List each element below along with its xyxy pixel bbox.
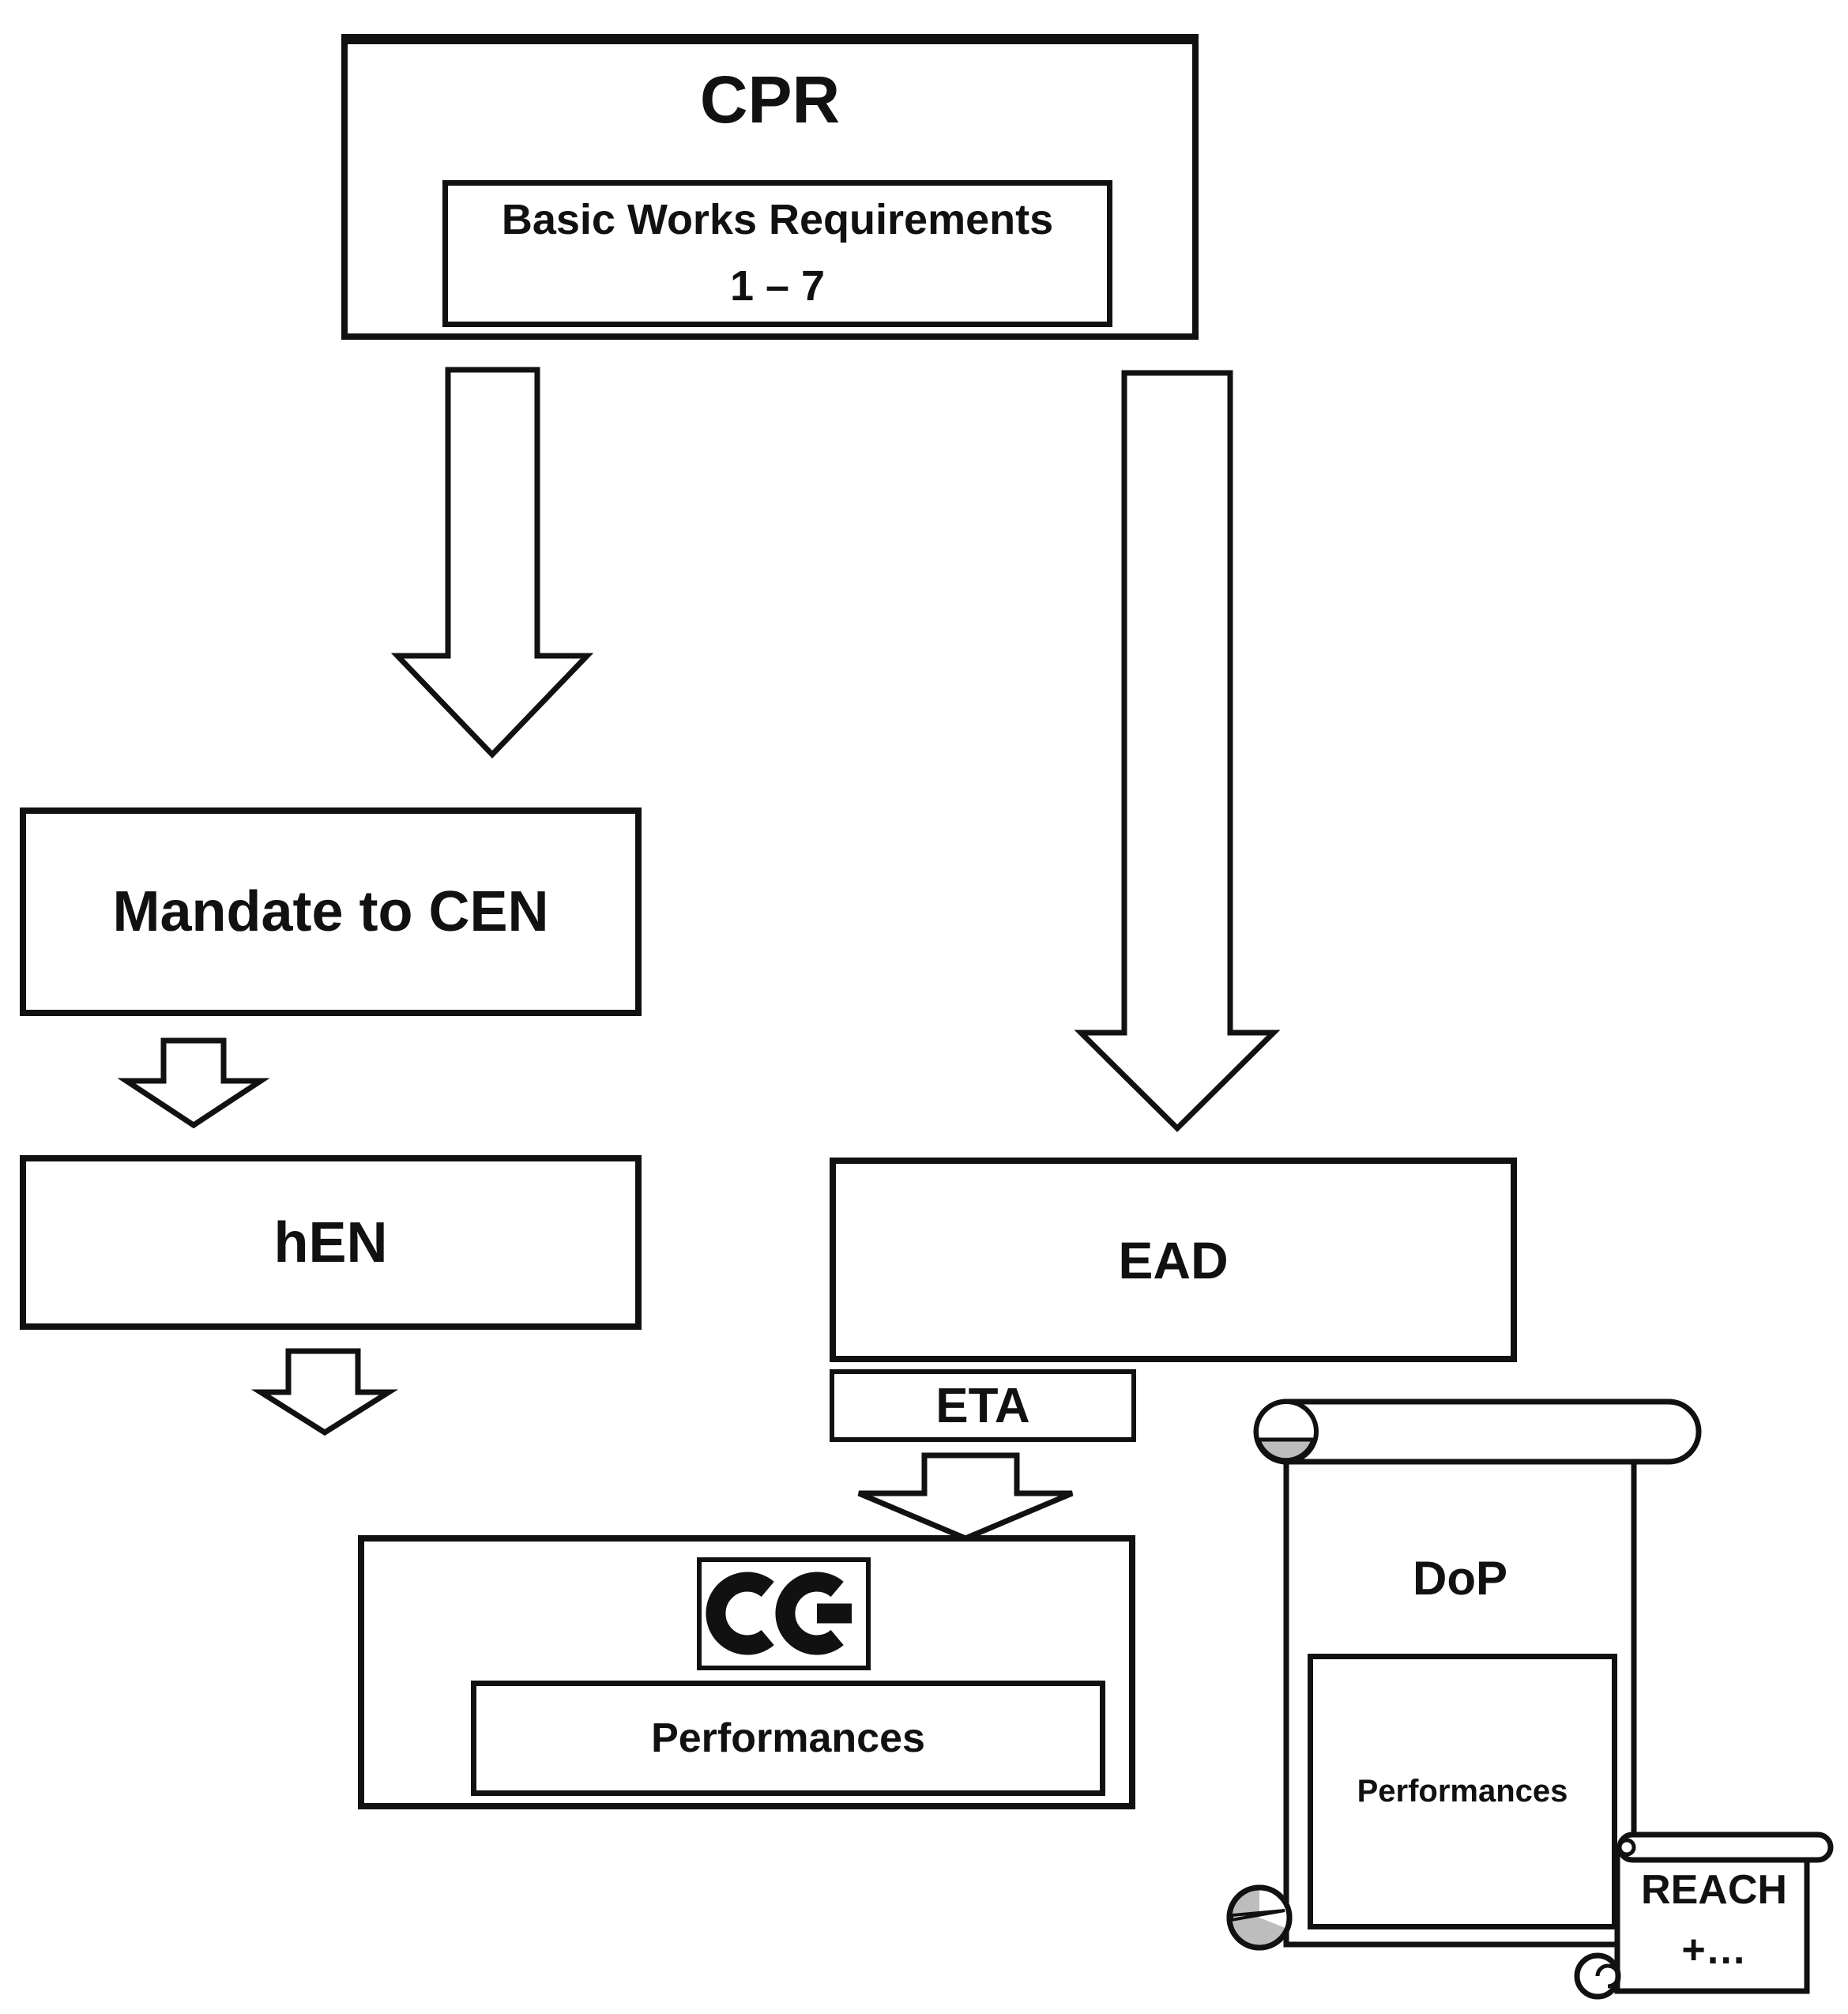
reach-plus-label: +… bbox=[1681, 1927, 1747, 1973]
dop-performances-box: Performances bbox=[1308, 1654, 1617, 1929]
mandate-to-cen-label: Mandate to CEN bbox=[112, 880, 549, 943]
ce-performances-label: Performances bbox=[651, 1715, 925, 1761]
reach-label: REACH bbox=[1641, 1867, 1787, 1913]
cpr-title: CPR bbox=[699, 62, 841, 137]
hen-node: hEN bbox=[20, 1155, 642, 1330]
mandate-to-cen-node: Mandate to CEN bbox=[20, 807, 642, 1016]
arrow-cpr-to-ead-icon bbox=[1074, 370, 1281, 1132]
dop-title: DoP bbox=[1413, 1551, 1507, 1605]
hen-label: hEN bbox=[273, 1210, 388, 1274]
basic-works-requirements-line2: 1 – 7 bbox=[729, 262, 826, 310]
ce-mark-icon bbox=[697, 1557, 871, 1670]
basic-works-requirements-box: Basic Works Requirements 1 – 7 bbox=[442, 180, 1112, 327]
arrow-hen-to-ce-icon bbox=[250, 1348, 399, 1436]
dop-performances-label: Performances bbox=[1357, 1774, 1568, 1809]
arrow-mandate-to-hen-icon bbox=[117, 1037, 270, 1129]
eta-label: ETA bbox=[935, 1378, 1030, 1433]
arrow-eta-to-ce-icon bbox=[857, 1452, 1074, 1542]
eta-node: ETA bbox=[830, 1369, 1136, 1442]
reach-scroll-icon bbox=[1574, 1831, 1834, 2000]
ce-performances-box: Performances bbox=[471, 1681, 1105, 1796]
ce-mark-glyphs bbox=[706, 1572, 852, 1655]
ead-node: EAD bbox=[830, 1158, 1517, 1362]
basic-works-requirements-line1: Basic Works Requirements bbox=[501, 196, 1054, 244]
arrow-cpr-to-mandate-icon bbox=[390, 367, 594, 759]
ead-label: EAD bbox=[1118, 1230, 1229, 1289]
cpr-node: CPR Basic Works Requirements 1 – 7 bbox=[341, 34, 1199, 340]
